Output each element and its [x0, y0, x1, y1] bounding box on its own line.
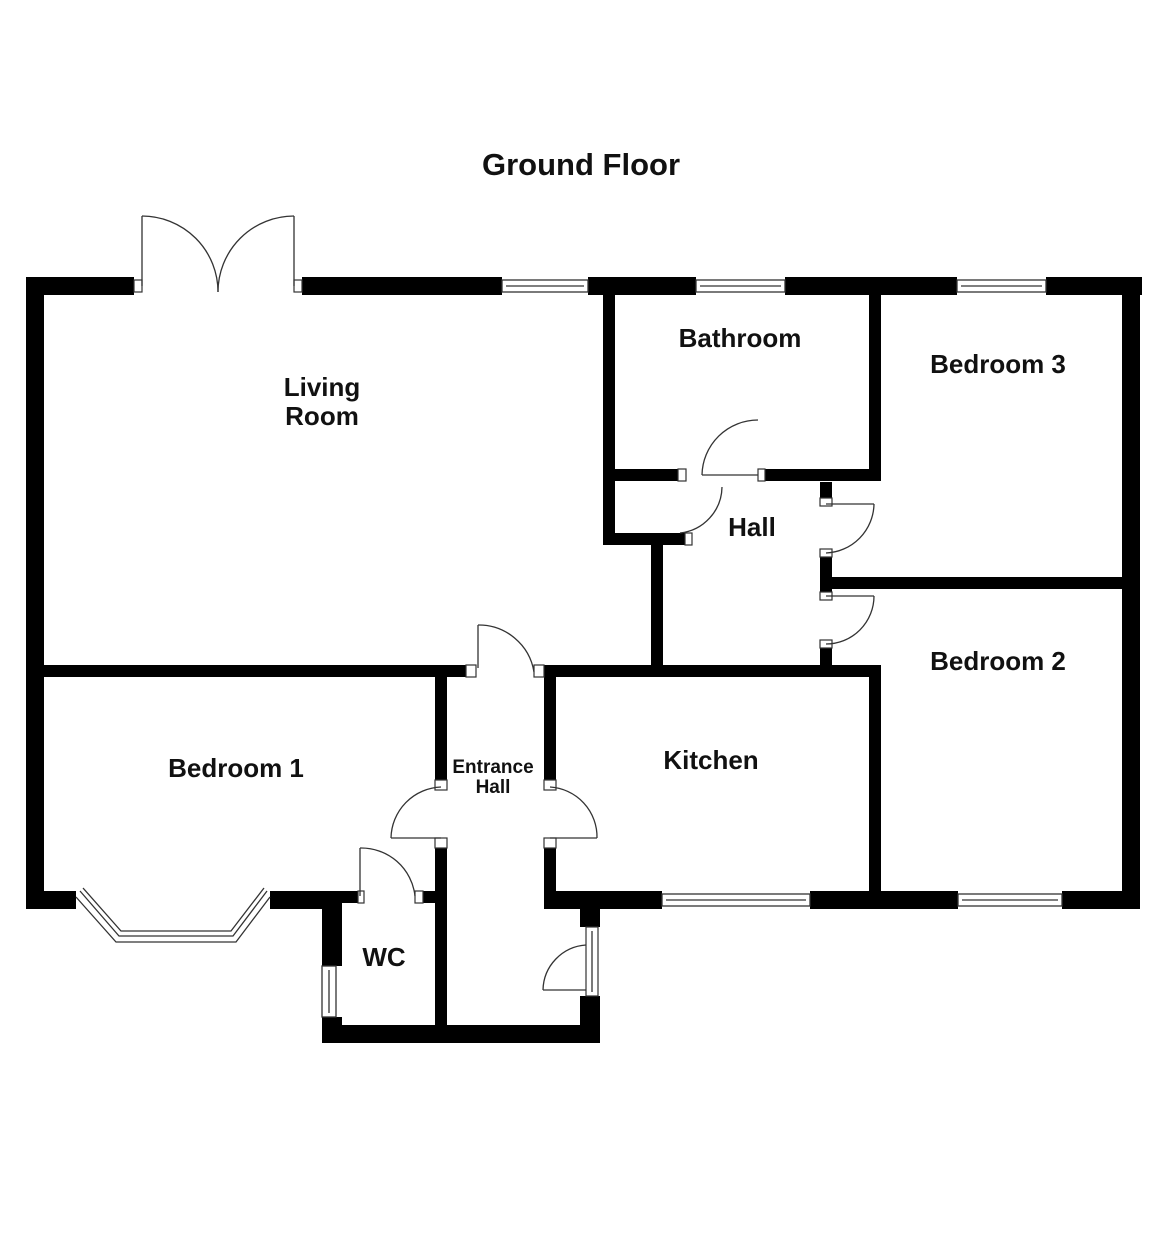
windows — [75, 279, 1063, 1018]
floor-title: Ground Floor — [482, 147, 680, 182]
label-bedroom-3: Bedroom 3 — [930, 349, 1066, 379]
label-entrance-hall-line2: Hall — [476, 777, 511, 798]
walls — [26, 277, 1142, 1043]
bedroom-3-door — [819, 497, 875, 558]
label-entrance-hall-line1: Entrance — [452, 757, 533, 778]
label-bathroom: Bathroom — [679, 323, 802, 353]
bay-window — [75, 887, 271, 943]
cupboard-door — [679, 486, 723, 546]
wc-door — [357, 847, 424, 904]
living-room-window — [501, 279, 589, 293]
bedroom-1-door — [390, 779, 448, 849]
label-kitchen: Kitchen — [663, 745, 758, 775]
wc-window — [321, 965, 337, 1018]
kitchen-window — [661, 893, 811, 907]
bedroom-2-window — [957, 893, 1063, 907]
entrance-living-door — [465, 624, 545, 678]
label-bedroom-2: Bedroom 2 — [930, 646, 1066, 676]
doors — [133, 215, 875, 997]
label-living-room-line1: Living — [284, 372, 361, 402]
label-wc: WC — [362, 942, 406, 972]
label-living-room-line2: Room — [285, 401, 359, 431]
bathroom-window — [695, 279, 786, 293]
room-labels: Living Room Bathroom Bedroom 3 Hall Bedr… — [168, 323, 1066, 972]
french-doors — [133, 215, 303, 293]
front-door — [542, 926, 599, 997]
kitchen-door — [543, 779, 598, 849]
bedroom-2-door — [819, 591, 875, 649]
label-hall: Hall — [728, 512, 776, 542]
bedroom-3-window — [956, 279, 1047, 293]
bathroom-door — [677, 419, 766, 482]
label-bedroom-1: Bedroom 1 — [168, 753, 304, 783]
